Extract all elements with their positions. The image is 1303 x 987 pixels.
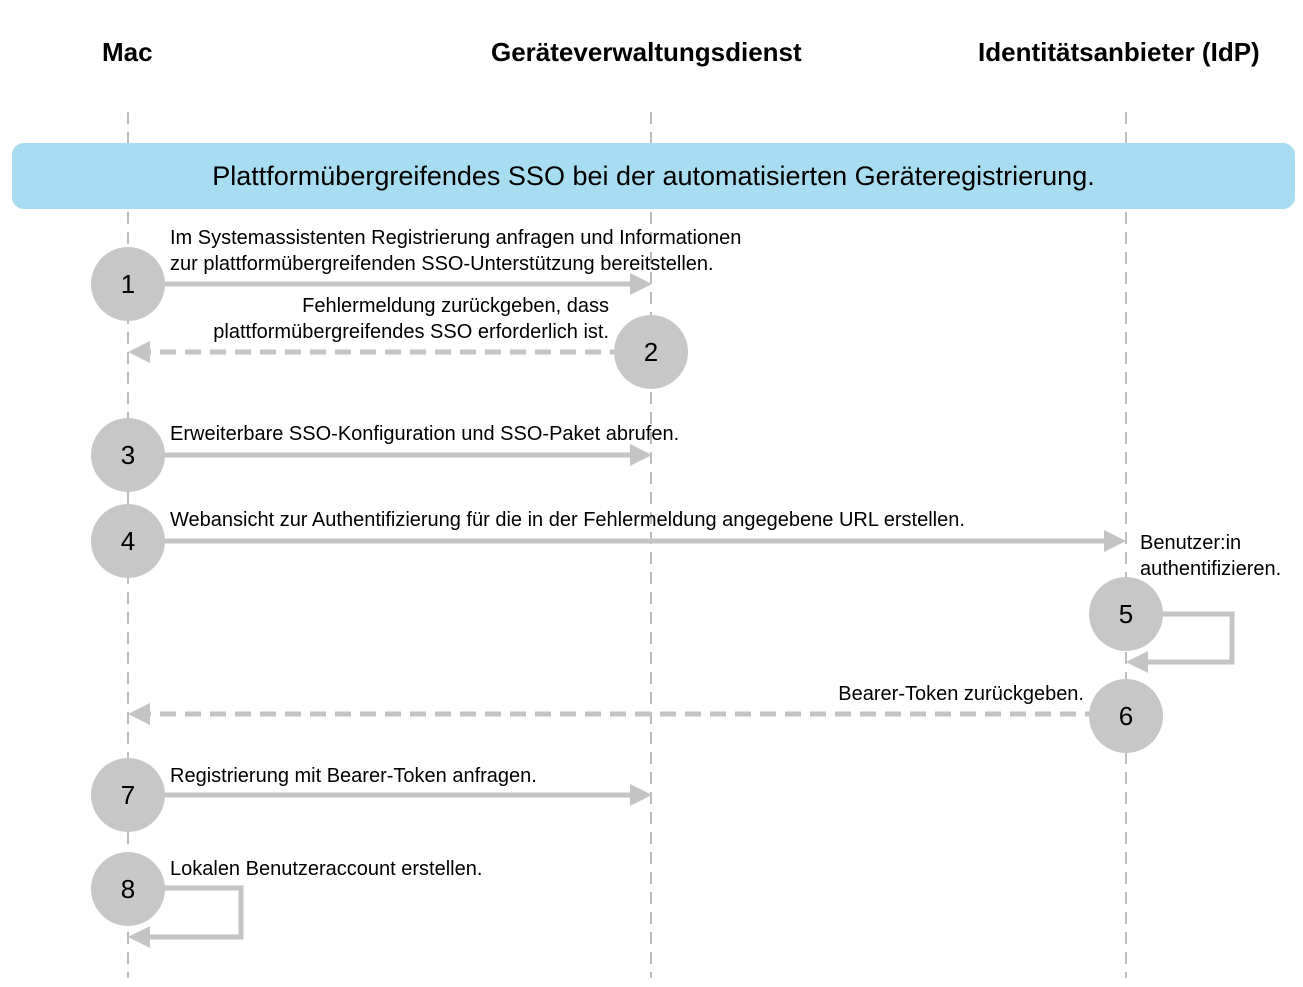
step-5-circle: 5 xyxy=(1089,577,1163,651)
step-7-circle: 7 xyxy=(91,758,165,832)
step-1-message-line-1: Im Systemassistenten Registrierung anfra… xyxy=(170,227,742,249)
step-2-message: Fehlermeldung zurückgeben, dass plattfor… xyxy=(213,293,609,345)
arrow-step-7 xyxy=(128,784,652,806)
step-4-message-line-1: Webansicht zur Authentifizierung für die… xyxy=(170,509,965,531)
step-5-message: Benutzer:in authentifizieren. xyxy=(1140,530,1281,582)
self-loop-step-8 xyxy=(128,885,244,948)
step-6-message: Bearer-Token zurückgeben. xyxy=(838,681,1084,707)
step-7-message-line-1: Registrierung mit Bearer-Token anfragen. xyxy=(170,765,537,787)
step-8-circle: 8 xyxy=(91,852,165,926)
step-8-message: Lokalen Benutzeraccount erstellen. xyxy=(170,856,482,882)
step-7-message: Registrierung mit Bearer-Token anfragen. xyxy=(170,763,537,789)
step-4-circle: 4 xyxy=(91,504,165,578)
actor-mac: Mac xyxy=(102,37,153,67)
step-2-message-line-2: plattformübergreifendes SSO erforderlich… xyxy=(213,321,609,343)
arrow-step-4 xyxy=(128,530,1126,552)
step-3-message: Erweiterbare SSO-Konfiguration und SSO-P… xyxy=(170,421,679,447)
arrow-step-2 xyxy=(128,341,651,363)
arrow-step-1 xyxy=(128,273,652,295)
title-banner: Plattformübergreifendes SSO bei der auto… xyxy=(12,143,1295,209)
step-3-circle: 3 xyxy=(91,418,165,492)
step-1-message-line-2: zur plattformübergreifenden SSO-Unterstü… xyxy=(170,253,714,275)
banner-title: Plattformübergreifendes SSO bei der auto… xyxy=(212,161,1095,191)
step-5-message-line-1: Benutzer:in xyxy=(1140,532,1242,554)
step-6-circle: 6 xyxy=(1089,679,1163,753)
step-5-message-line-2: authentifizieren. xyxy=(1140,558,1282,580)
self-loop-step-5 xyxy=(1126,611,1235,673)
step-6-message-line-1: Bearer-Token zurückgeben. xyxy=(838,683,1084,705)
step-1-message: Im Systemassistenten Registrierung anfra… xyxy=(170,225,741,277)
step-8-message-line-1: Lokalen Benutzeraccount erstellen. xyxy=(170,858,483,880)
step-2-circle: 2 xyxy=(614,315,688,389)
actor-device-management: Geräteverwaltungsdienst xyxy=(491,37,802,67)
step-1-circle: 1 xyxy=(91,247,165,321)
actor-idp: Identitätsanbieter (IdP) xyxy=(978,37,1260,67)
step-4-message: Webansicht zur Authentifizierung für die… xyxy=(170,507,965,533)
arrow-step-3 xyxy=(128,444,652,466)
step-3-message-line-1: Erweiterbare SSO-Konfiguration und SSO-P… xyxy=(170,423,680,445)
arrow-step-6 xyxy=(128,703,1126,725)
step-2-message-line-1: Fehlermeldung zurückgeben, dass xyxy=(302,295,609,317)
